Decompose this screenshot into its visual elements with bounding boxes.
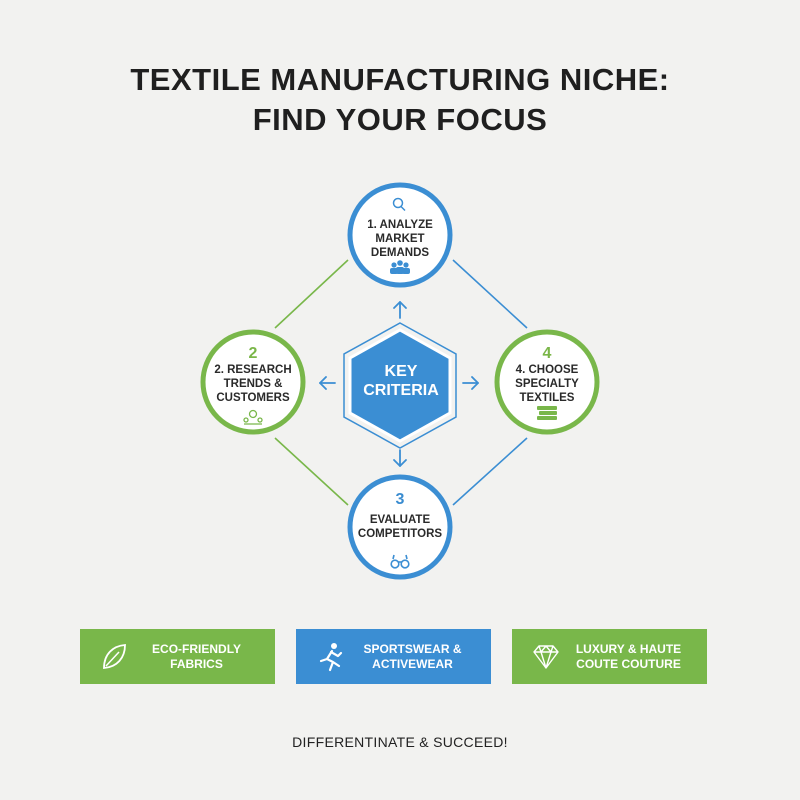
node-bottom-line-1: EVALUATE: [369, 514, 431, 526]
diamond-icon: [533, 644, 559, 669]
title-line-1: TEXTILE MANUFACTURING NICHE:: [130, 62, 670, 97]
runner-icon: [319, 642, 343, 671]
node-right-line-3: TEXTILES: [519, 392, 575, 404]
arrow-down-icon: [393, 449, 407, 467]
niche-luxury-line-1: LUXURY & HAUTE: [575, 641, 682, 656]
node-right-circle: [494, 329, 600, 435]
center-hexagon: [348, 328, 452, 443]
center-line-1: KEY: [384, 363, 418, 380]
node-top-circle: [347, 182, 453, 288]
node-left-circle: [200, 329, 306, 435]
arrow-up-icon: [393, 301, 407, 319]
node-bottom-circle: [347, 474, 453, 580]
connector-top-right: [452, 259, 528, 329]
node-bottom-line-2: COMPETITORS: [357, 528, 443, 540]
niche-sport-line-1: SPORTSWEAR &: [363, 641, 462, 656]
node-top-line-3: DEMANDS: [370, 247, 430, 259]
key-criteria-label: KEY CRITERIA: [349, 362, 453, 400]
title-line-2: FIND YOUR FOCUS: [252, 102, 548, 137]
niche-luxury-line-2: COUTE COUTURE: [576, 656, 681, 671]
node-left-line-2: TRENDS &: [223, 378, 283, 390]
niche-eco-friendly: ECO-FRIENDLY FABRICS: [80, 629, 275, 684]
niche-sportswear: SPORTSWEAR & ACTIVEWEAR: [296, 629, 491, 684]
award-icon: [243, 409, 263, 425]
node-choose-specialty: 4 4. CHOOSE SPECIALTY TEXTILES: [497, 345, 597, 405]
group-icon: [390, 260, 410, 274]
node-left-number: 2: [248, 345, 258, 362]
page-title: TEXTILE MANUFACTURING NICHE: FIND YOUR F…: [0, 60, 800, 140]
niche-luxury: LUXURY & HAUTE COUTE COUTURE: [512, 629, 707, 684]
center-line-2: CRITERIA: [363, 382, 439, 399]
node-research-trends: 2 2. RESEARCH TRENDS & CUSTOMERS: [203, 345, 303, 405]
fabric-stack-icon: [537, 406, 557, 420]
node-top-line-2: MARKET: [375, 233, 425, 245]
node-left-line-1: 2. RESEARCH: [214, 364, 292, 376]
niche-eco-line-2: FABRICS: [170, 656, 223, 671]
node-right-line-1: 4. CHOOSE: [515, 364, 579, 376]
arrow-left-icon: [319, 376, 336, 390]
node-right-line-2: SPECIALTY: [515, 378, 579, 390]
node-right-number: 4: [542, 345, 552, 362]
connector-right-bottom: [452, 437, 528, 506]
leaf-icon: [103, 643, 126, 669]
binoculars-icon: [390, 554, 410, 569]
node-left-line-3: CUSTOMERS: [216, 392, 290, 404]
arrow-right-icon: [462, 376, 479, 390]
node-top-line-1: 1. ANALYZE: [367, 219, 433, 231]
node-analyze-market: 1. ANALYZE MARKET DEMANDS: [350, 218, 450, 260]
node-bottom-number: 3: [395, 491, 405, 508]
node-evaluate-competitors: 3 EVALUATE COMPETITORS: [350, 491, 450, 541]
tagline: DIFFERENTINATE & SUCCEED!: [292, 734, 508, 750]
niche-eco-line-1: ECO-FRIENDLY: [152, 641, 241, 656]
niche-sport-line-2: ACTIVEWEAR: [372, 656, 453, 671]
connector-top-left: [274, 259, 349, 329]
connector-left-bottom: [274, 437, 349, 506]
search-icon: [392, 197, 406, 212]
